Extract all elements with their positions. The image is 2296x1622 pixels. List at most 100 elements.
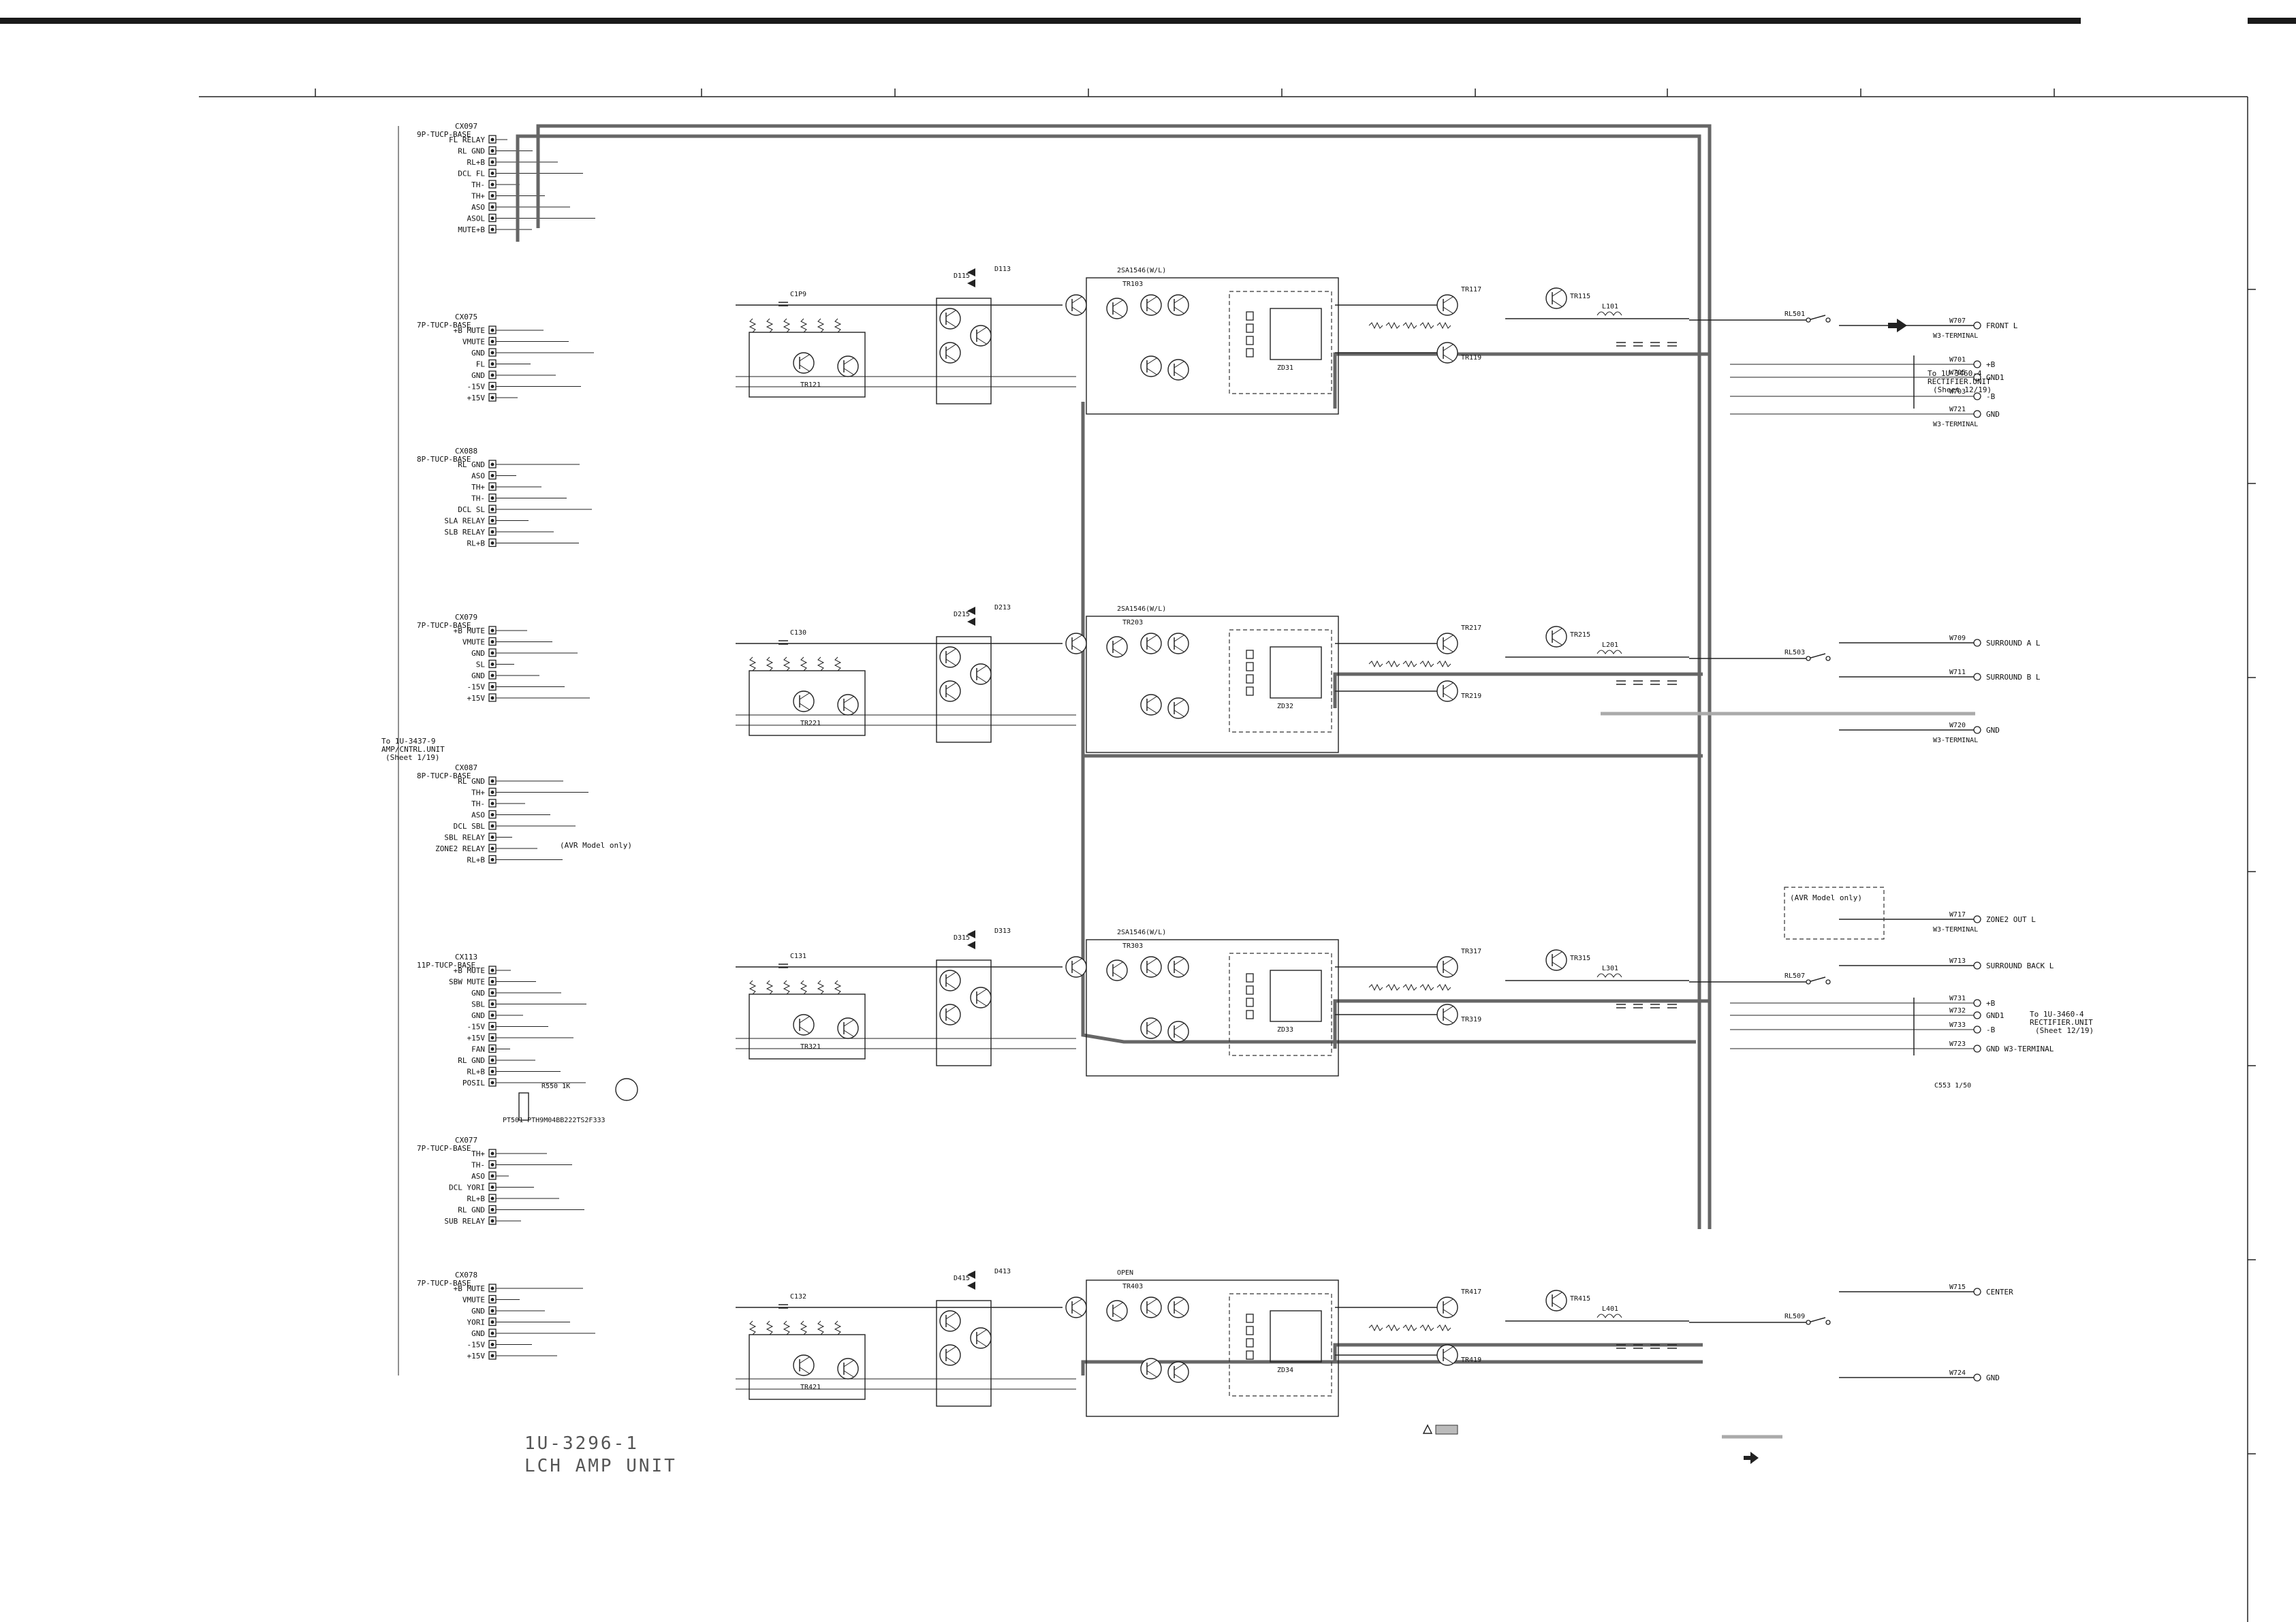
relay-ref: RL507 — [1784, 972, 1805, 980]
transistor-emitter — [1552, 961, 1562, 969]
ic-pin — [1246, 323, 1254, 333]
output-ref: W715 — [1949, 1284, 1966, 1291]
pin-dot — [490, 1298, 494, 1301]
transistor-collector — [945, 682, 956, 690]
connector-ref: CX097 — [455, 122, 477, 131]
output-transistor-a: TR117 — [1461, 286, 1481, 293]
transistor-collector — [1443, 344, 1453, 351]
ic-ref: ZD31 — [1277, 364, 1293, 372]
connector-pin-label: VMUTE — [462, 1296, 485, 1305]
right-ref2-line1: To 1U-3460-4 — [2030, 1010, 2084, 1019]
resistor — [1368, 983, 1383, 991]
transistor-emitter — [976, 999, 987, 1006]
coil-ref: L201 — [1602, 641, 1618, 649]
transistor — [939, 970, 961, 991]
connector-pin-label: RL+B — [467, 158, 486, 167]
transistor-emitter — [1443, 1356, 1453, 1364]
output-label: FRONT L — [1986, 321, 2018, 330]
resistor — [749, 656, 757, 671]
connector-pin-label: SBL — [471, 1000, 485, 1009]
driver-box — [936, 1300, 992, 1407]
pin-dot — [490, 1002, 494, 1006]
transistor-collector — [1552, 628, 1562, 635]
right-ref2-line2: RECTIFIER.UNIT — [2030, 1018, 2093, 1027]
output-label: SURROUND B L — [1986, 673, 2041, 682]
transistor-collector — [1112, 638, 1123, 646]
transistor — [1106, 298, 1128, 319]
pin-dot — [490, 485, 494, 489]
output-transistor-b: TR219 — [1461, 693, 1481, 700]
diode-ref-a: D313 — [994, 927, 1011, 935]
connector-ref: CX113 — [455, 953, 477, 961]
transistor — [1436, 680, 1458, 702]
connector-ref: CX075 — [455, 313, 477, 321]
transistor — [1167, 956, 1189, 978]
connector-pin-label: -15V — [467, 1023, 486, 1032]
resistor — [834, 318, 842, 333]
output-transistor-a: TR417 — [1461, 1288, 1481, 1296]
transistor — [1545, 626, 1567, 648]
pin-dot — [490, 217, 494, 220]
predriver-box — [1086, 939, 1339, 1077]
transistor-collector — [976, 1329, 987, 1337]
resistor — [749, 318, 757, 333]
connector-pin-label: GND — [471, 1329, 485, 1338]
output-transistor-a: TR217 — [1461, 624, 1481, 632]
transistor — [1167, 633, 1189, 654]
transistor-collector — [1112, 961, 1123, 969]
output-ref: W724 — [1949, 1369, 1966, 1377]
connector-pin-label: RL GND — [458, 1056, 485, 1065]
transistor-emitter — [1443, 306, 1453, 314]
rect-label: GND W3-TERMINAL — [1986, 1045, 2054, 1053]
output-terminal — [1973, 915, 1981, 923]
pin-dot — [490, 1025, 494, 1028]
rect-terminal — [1973, 410, 1981, 418]
transistor — [1065, 294, 1087, 316]
transistor-collector — [1174, 958, 1184, 966]
pin-dot — [490, 673, 494, 678]
rect-ref: W731 — [1949, 995, 1966, 1002]
relay-terminal — [1825, 1320, 1831, 1325]
transistor-emitter — [1146, 1030, 1157, 1037]
output-coil — [1597, 311, 1622, 316]
output-pair-ref: TR115 — [1570, 293, 1590, 300]
transistor-collector — [843, 1360, 854, 1367]
transistor-emitter — [1174, 710, 1184, 717]
transistor — [939, 680, 961, 702]
pin-dot — [490, 651, 494, 655]
connector-pin-label: RL GND — [458, 460, 485, 469]
connector-type: 8P-TUCP-BASE — [417, 772, 471, 780]
diode-ref-a: D213 — [994, 604, 1011, 611]
transistor-emitter — [1443, 354, 1453, 362]
transistor — [1140, 355, 1162, 377]
input-stage-box — [749, 670, 866, 736]
transistor — [970, 1327, 992, 1349]
transistor-emitter — [843, 706, 854, 714]
output-ref: W713 — [1949, 957, 1966, 965]
ic-pin — [1246, 674, 1254, 684]
driver-box — [936, 636, 992, 743]
pin-dot — [490, 846, 494, 850]
connector-type: 7P-TUCP-BASE — [417, 1279, 471, 1288]
transistor — [837, 1017, 859, 1039]
transistor-collector — [1443, 1006, 1453, 1013]
output-label: CENTER — [1986, 1288, 2013, 1297]
connector-pin-label: TH+ — [471, 483, 485, 492]
transistor-collector — [976, 989, 987, 996]
ic-pin — [1246, 336, 1254, 345]
transistor-emitter — [1071, 306, 1082, 314]
relay-terminal — [1825, 979, 1831, 985]
driver-box — [936, 959, 992, 1066]
output-label: SURROUND BACK L — [1986, 961, 2054, 970]
ic-pin — [1246, 650, 1254, 659]
connector-pin-label: ASOL — [467, 214, 486, 223]
connector-pin-label: +B MUTE — [454, 626, 485, 635]
pin-dot — [490, 1047, 494, 1051]
pin-dot — [490, 385, 494, 388]
output-ref: W709 — [1949, 635, 1966, 642]
transistor — [1167, 294, 1189, 316]
rect-terminal-type: W3-TERMINAL — [1933, 421, 1978, 428]
